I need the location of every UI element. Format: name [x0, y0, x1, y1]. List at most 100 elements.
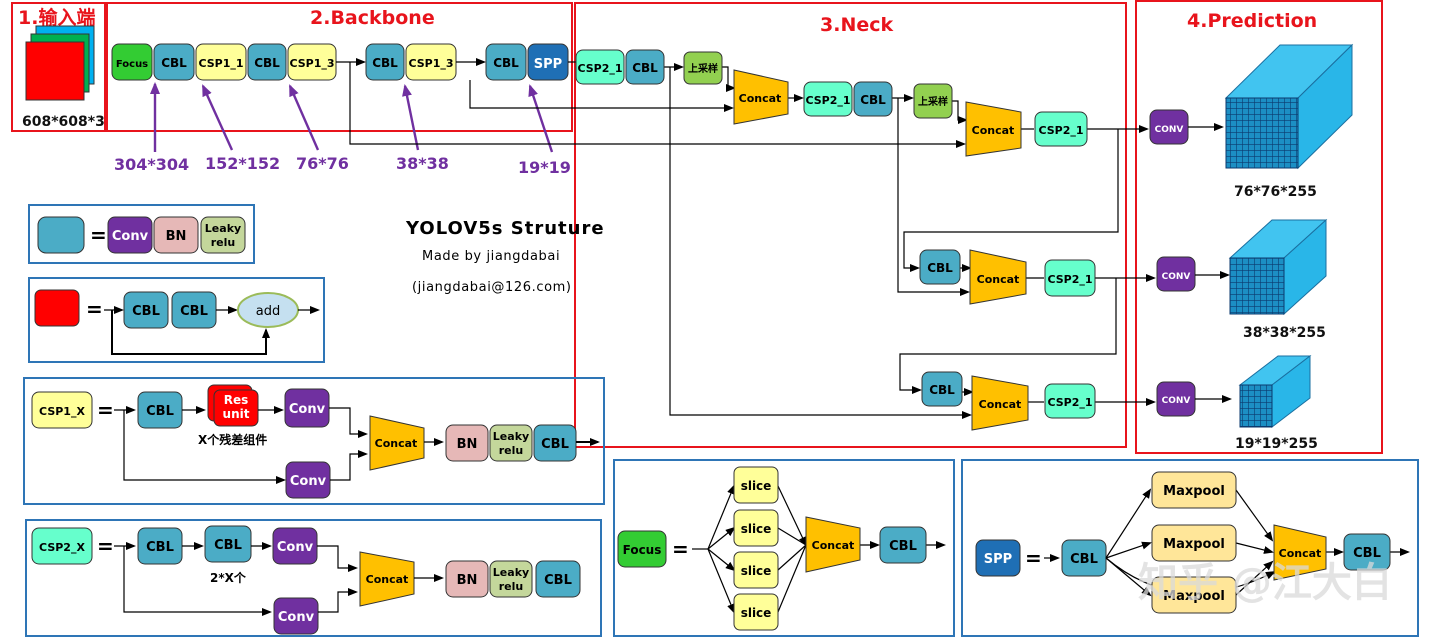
legend-csp1-relu: relu: [499, 444, 524, 457]
neck-section-border: [574, 2, 1127, 448]
prediction-section-title: 4.Prediction: [1187, 10, 1317, 32]
neck-cbl-d-label: CBL: [929, 383, 955, 397]
backbone-section-border: [106, 2, 573, 132]
dim-152: 152*152: [205, 154, 280, 173]
legend-focus-label: Focus: [623, 543, 662, 557]
legend-res-add: add: [256, 304, 280, 319]
neck-csp2-1-a-label: CSP2_1: [577, 62, 622, 75]
output-dim-76: 76*76*255: [1234, 184, 1317, 200]
dim-38: 38*38: [396, 154, 449, 173]
output-dim-38: 38*38*255: [1243, 325, 1326, 341]
neck-csp2-1-c-label: CSP2_1: [1038, 124, 1083, 137]
legend-csp1-res: Res: [224, 393, 249, 407]
legend-csp1-cbl: CBL: [146, 404, 174, 419]
legend-csp1-x-label: CSP1_X: [39, 405, 85, 418]
legend-cbl-bn: BN: [166, 229, 187, 244]
backbone-focus-block: [111, 43, 153, 81]
neck-cbl-a: [625, 49, 665, 85]
diagram-email: (jiangdabai@126.com): [412, 280, 572, 295]
legend-cbl-equals: =: [90, 223, 107, 247]
legend-csp1-x: CSP1_X = CBL Res unit X个残差组件 Conv Conv C…: [23, 377, 605, 505]
backbone-cbl-2-label: CBL: [254, 56, 280, 70]
dim-304: 304*304: [114, 155, 189, 174]
output-cube-19: [1238, 354, 1312, 429]
legend-spp-cbl: CBL: [1070, 552, 1098, 567]
neck-concat-b: [965, 101, 1022, 157]
legend-csp2-cbl-1: CBL: [146, 540, 174, 555]
neck-cbl-d: [921, 371, 963, 407]
legend-res-unit: = CBL CBL add: [28, 277, 325, 363]
neck-cbl-c-label: CBL: [927, 261, 953, 275]
neck-csp2-1-b-label: CSP2_1: [805, 94, 850, 107]
legend-cbl-leaky: Leaky: [205, 222, 241, 235]
legend-cbl-relu: relu: [211, 236, 236, 249]
legend-focus-equals: =: [672, 537, 689, 561]
legend-csp2-x: CSP2_X = CBL CBL 2*X个 Conv Conv Concat B…: [25, 519, 602, 637]
backbone-cbl-2: [247, 43, 287, 81]
neck-concat-b-label: Concat: [972, 124, 1015, 137]
neck-csp2-1-b: [803, 81, 853, 117]
neck-upsample-a-label: 上采样: [688, 62, 718, 75]
backbone-dim-arrows: [150, 82, 554, 153]
legend-cbl-conv: Conv: [112, 229, 149, 244]
section-borders: [11, 0, 1383, 454]
legend-spp-maxpool-3: Maxpool: [1163, 589, 1225, 604]
neck-cbl-a-label: CBL: [632, 61, 658, 75]
legend-csp2-equals: =: [97, 534, 114, 558]
legend-spp-label: SPP: [984, 552, 1012, 567]
input-section-border: [11, 2, 106, 132]
neck-connectors: [349, 61, 1156, 419]
legend-res-cbl-1: CBL: [132, 304, 160, 319]
output-cube-38: [1228, 218, 1328, 316]
neck-csp2-1-c: [1034, 111, 1088, 147]
pred-conv-2-label: CONV: [1162, 272, 1191, 282]
legend-spp-maxpool-2: Maxpool: [1163, 537, 1225, 552]
neck-csp2-1-d-label: CSP2_1: [1047, 273, 1092, 286]
legend-res-equals: =: [86, 297, 103, 321]
legend-spp-equals: =: [1025, 546, 1042, 570]
prediction-section-border: [1135, 0, 1383, 454]
backbone-cbl-3-label: CBL: [372, 56, 398, 70]
watermark: 知乎 @江大白: [1138, 560, 1392, 606]
neck-concat-c-label: Concat: [977, 273, 1020, 286]
neck-cbl-b: [853, 81, 893, 117]
legend-csp1-equals: =: [97, 398, 114, 422]
backbone-cbl-3: [365, 43, 405, 81]
neck-csp2-1-a: [575, 49, 625, 85]
backbone-row: Focus CBL CSP1_1 CBL CSP1_3 CBL CSP1_3 C…: [111, 43, 569, 81]
backbone-focus-label: Focus: [116, 59, 148, 70]
legend-csp2-concat: Concat: [366, 573, 409, 586]
dim-76: 76*76: [296, 154, 349, 173]
neck-csp2-1-e: [1044, 383, 1096, 419]
neck-section-title: 3.Neck: [820, 14, 893, 36]
legend-focus-concat: Concat: [812, 539, 855, 552]
legend-csp2-bn: BN: [457, 573, 478, 588]
backbone-spp-label: SPP: [534, 57, 562, 72]
output-cube-76: [1224, 43, 1354, 170]
legend-res-cbl-2: CBL: [180, 304, 208, 319]
legend-spp-cbl-end: CBL: [1353, 546, 1381, 561]
neck-cbl-c: [919, 249, 961, 285]
input-image-stack: [25, 25, 95, 101]
legend-csp2-leaky: Leaky: [493, 566, 529, 579]
neck-csp2-1-e-label: CSP2_1: [1047, 396, 1092, 409]
neck-concat-a: [733, 69, 789, 125]
diagram-author: Made by jiangdabai: [422, 249, 560, 264]
backbone-section-title: 2.Backbone: [310, 7, 435, 29]
legend-csp2-x-label: CSP2_X: [39, 541, 85, 554]
neck-blocks: CSP2_1 CBL 上采样 Concat CSP2_1 CBL 上采样 Con…: [575, 49, 1096, 431]
backbone-csp1-3-b-label: CSP1_3: [408, 57, 453, 70]
neck-concat-d-label: Concat: [979, 398, 1022, 411]
legend-csp1-caption: X个残差组件: [198, 432, 267, 447]
legend-csp1-bn: BN: [457, 437, 478, 452]
legend-csp1-conv-bottom: Conv: [290, 474, 327, 489]
neck-upsample-a: [683, 51, 723, 85]
neck-csp2-1-d: [1044, 259, 1096, 297]
neck-concat-c: [969, 249, 1027, 305]
backbone-csp1-3-a-label: CSP1_3: [289, 57, 334, 70]
dim-19: 19*19: [518, 158, 571, 177]
pred-conv-1-label: CONV: [1155, 125, 1184, 135]
legend-focus-slice-4: slice: [741, 606, 772, 620]
legend-csp2-cbl-end: CBL: [544, 573, 572, 588]
